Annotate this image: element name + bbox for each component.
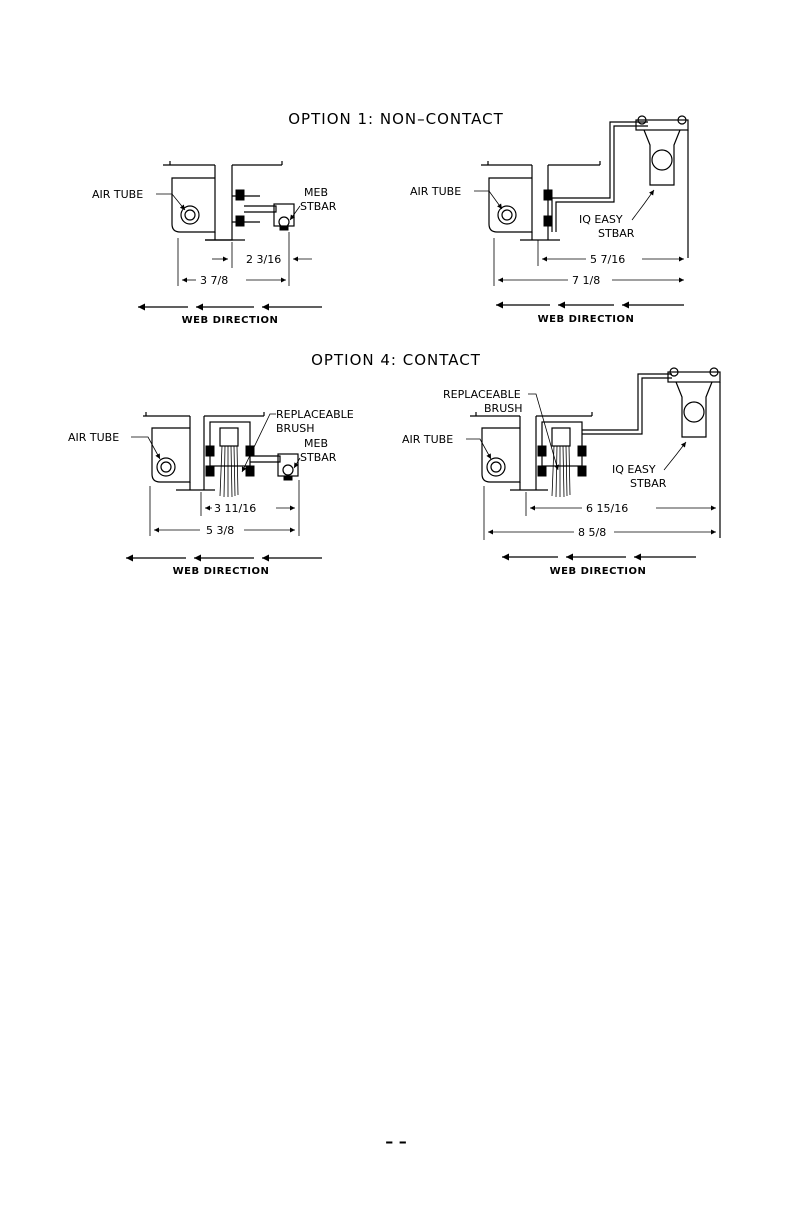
web-direction-label: WEB DIRECTION [538,314,635,325]
meb-stbar-label-line1: MEB [304,186,328,199]
option-4-title: OPTION 4: CONTACT [311,351,481,369]
brush-label-line2: BRUSH [276,422,315,435]
dimension-inner: 5 7/16 [590,253,625,266]
iq-easy-stbar-label-line2: STBAR [598,227,635,240]
meb-stbar-label-line1: MEB [304,437,328,450]
air-tube-label: AIR TUBE [92,188,143,201]
dimension-outer: 5 3/8 [206,524,234,537]
brush-label-line1: REPLACEABLE [443,388,521,401]
option-4-left-view: AIR TUBE REPLACEABLE BRUSH MEB STBAR 3 1… [68,408,354,577]
option-1-left-view: AIR TUBE MEB STBAR 2 3/16 3 7/8 WEB DIRE… [92,161,337,326]
meb-stbar-label-line2: STBAR [300,451,337,464]
air-tube-label: AIR TUBE [410,185,461,198]
brush-label-line2: BRUSH [484,402,523,415]
dimension-inner: 6 15/16 [586,502,628,515]
dimension-inner: 3 11/16 [214,502,256,515]
option-4-right-view: REPLACEABLE BRUSH AIR TUBE IQ EASY STBAR… [402,368,720,577]
dimension-outer: 3 7/8 [200,274,228,287]
option-1-title: OPTION 1: NON–CONTACT [288,110,503,128]
brush-label-line1: REPLACEABLE [276,408,354,421]
dimension-outer: 8 5/8 [578,526,606,539]
air-tube-label: AIR TUBE [402,433,453,446]
option-1-right-view: AIR TUBE IQ EASY STBAR 5 7/16 7 1/8 WEB … [410,116,688,325]
web-direction-label: WEB DIRECTION [550,566,647,577]
iq-easy-stbar-label-line1: IQ EASY [612,463,656,476]
footer-marks: – – [385,1132,407,1151]
dimension-inner: 2 3/16 [246,253,281,266]
dimension-outer: 7 1/8 [572,274,600,287]
air-tube-label: AIR TUBE [68,431,119,444]
web-direction-label: WEB DIRECTION [173,566,270,577]
web-direction-label: WEB DIRECTION [182,315,279,326]
meb-stbar-label-line2: STBAR [300,200,337,213]
iq-easy-stbar-label-line1: IQ EASY [579,213,623,226]
iq-easy-stbar-label-line2: STBAR [630,477,667,490]
